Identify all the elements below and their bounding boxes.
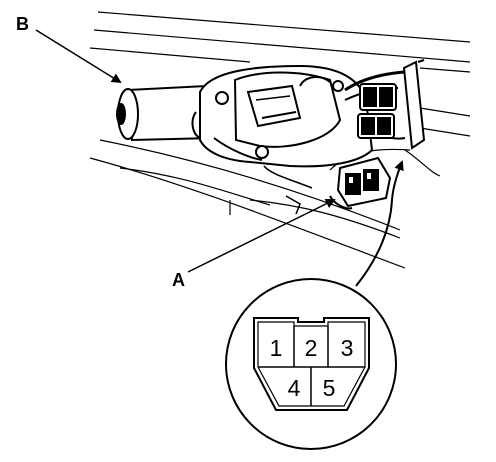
pin-grid xyxy=(258,326,365,406)
pin-3-label: 3 xyxy=(341,335,354,361)
pinout-detail: 1 2 3 4 5 xyxy=(225,278,397,450)
callout-b-label: B xyxy=(16,14,29,34)
callout-a-label: A xyxy=(172,270,185,290)
callout-b-leader xyxy=(35,29,122,84)
pin-1-label: 1 xyxy=(270,335,283,361)
connector-a xyxy=(329,156,392,210)
pin-5-label: 5 xyxy=(323,375,336,401)
pin-4-label: 4 xyxy=(288,375,301,401)
cover-plate xyxy=(246,84,302,128)
wiper-motor xyxy=(116,59,426,215)
callout-a-leader xyxy=(187,199,336,273)
wire-harness xyxy=(344,70,405,92)
connector-outline xyxy=(253,317,370,411)
detail-leader-arrow xyxy=(355,160,404,287)
pin-2-label: 2 xyxy=(305,335,318,361)
upper-connector xyxy=(357,83,397,139)
